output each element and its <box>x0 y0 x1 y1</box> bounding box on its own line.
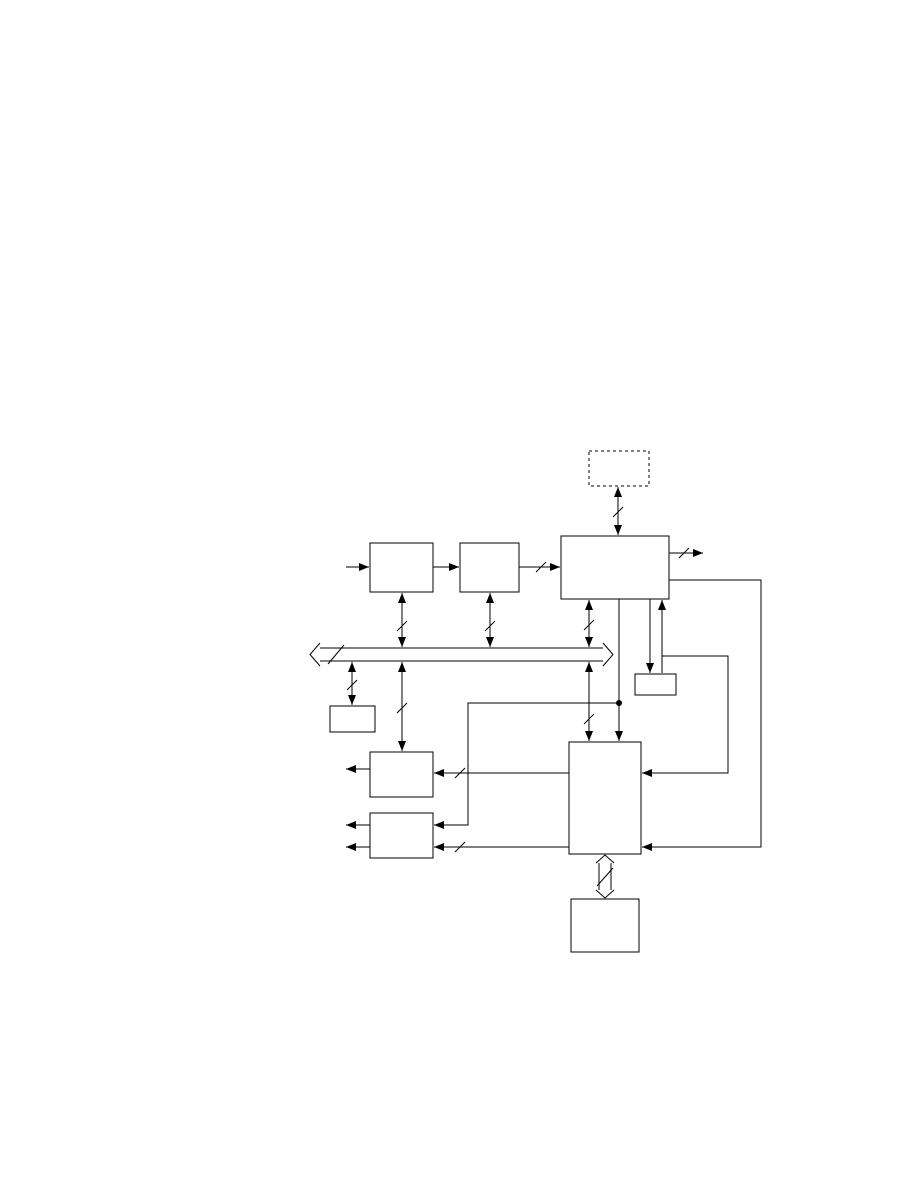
central-memory-bus <box>595 854 615 899</box>
central-processing-block <box>568 741 642 855</box>
bus-central-width-mark <box>583 713 595 725</box>
junction-to-output-lower-link <box>434 702 619 829</box>
small-side-block <box>634 673 677 696</box>
bus-peripheral-width-mark <box>346 679 358 691</box>
controller-bus-width-mark <box>583 619 595 631</box>
memory-block <box>570 898 640 953</box>
system-bus <box>309 642 614 667</box>
controller-output-width-mark <box>678 547 690 559</box>
input-block <box>369 542 434 593</box>
central-to-output-lower-width-mark <box>454 841 466 853</box>
controller-to-central-outer-link <box>642 579 762 851</box>
central-to-output-upper-width-mark <box>454 767 466 779</box>
middle-block <box>459 542 520 593</box>
output-block-lower <box>369 812 434 859</box>
external-link-width-mark <box>612 506 624 518</box>
main-controller-block <box>560 535 670 600</box>
output-block-upper <box>369 751 434 798</box>
bus-peripheral-block <box>329 705 376 733</box>
bus-output-upper-width-mark <box>396 702 408 714</box>
bus-width-mark <box>327 644 345 665</box>
middle-to-controller-width-mark <box>535 561 547 573</box>
central-memory-width-mark <box>596 867 614 887</box>
external-dashed-block <box>588 450 650 487</box>
input-block-bus-width-mark <box>396 620 408 632</box>
side-block-to-central-link <box>642 655 729 777</box>
middle-block-bus-width-mark <box>484 620 496 632</box>
